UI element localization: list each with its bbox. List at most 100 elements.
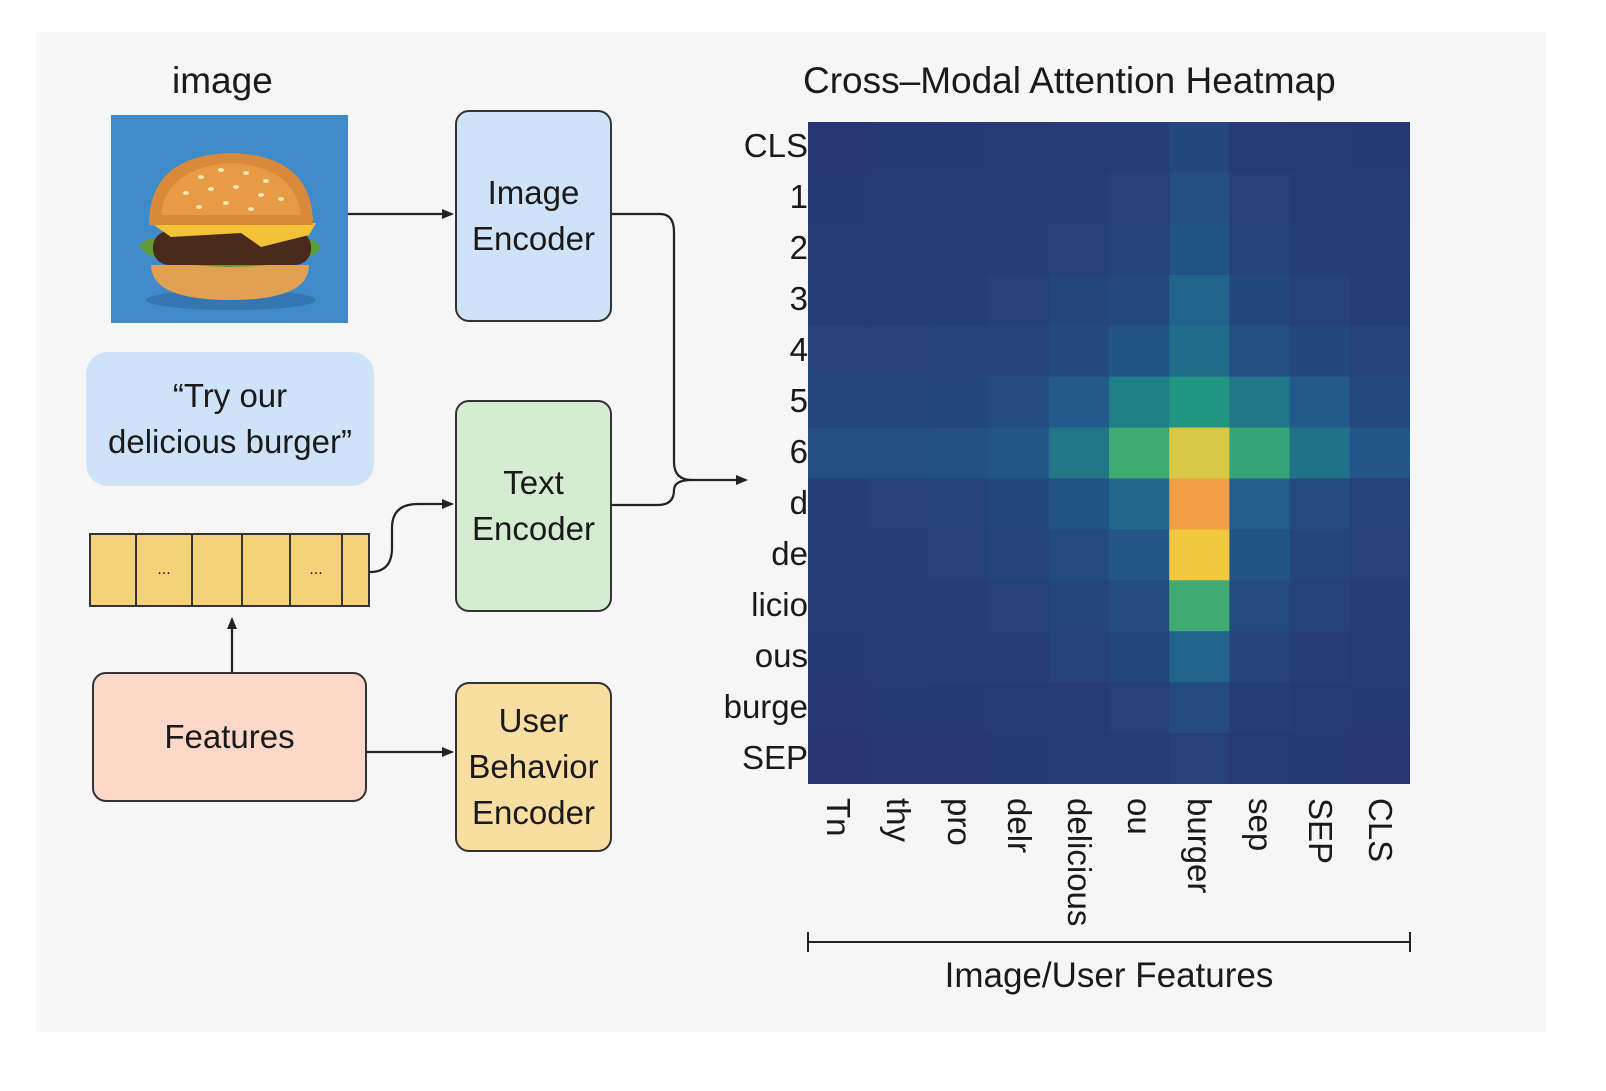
heatmap-cell [928, 580, 990, 632]
heatmap-cell [808, 122, 869, 174]
heatmap-cell [1349, 631, 1410, 683]
heatmap-cell [1048, 427, 1110, 479]
image-encoder-box: Image Encoder [455, 110, 612, 322]
heatmap-cell [1229, 376, 1291, 429]
heatmap-row-label: burge [723, 687, 808, 725]
heatmap-col-label: Tn [820, 798, 858, 837]
heatmap-cell [1229, 274, 1291, 327]
heatmap-cell [808, 478, 869, 530]
heatmap-cell [1289, 529, 1351, 581]
image-encoder-label: Image Encoder [472, 173, 595, 257]
xaxis-bracket [807, 932, 1411, 952]
heatmap-cell [1229, 172, 1291, 225]
heatmap-cell [868, 122, 929, 174]
heatmap-cell [868, 580, 929, 632]
features-label: Features [164, 717, 295, 755]
heatmap-cell [928, 325, 990, 378]
heatmap-cell [1048, 631, 1110, 683]
heatmap-row-label: SEP [741, 738, 808, 776]
burger-image [111, 115, 348, 323]
heatmap-cell [1229, 580, 1291, 632]
heatmap-cell [988, 172, 1050, 225]
heatmap-cell [1169, 682, 1230, 734]
heatmap-cell [868, 172, 929, 225]
heatmap-cell [988, 631, 1050, 683]
heatmap-cell [928, 427, 990, 479]
heatmap-row-label: 4 [789, 331, 808, 369]
heatmap-cell [1289, 478, 1351, 530]
heatmap-cell [808, 172, 869, 225]
heatmap-cell [1229, 325, 1291, 378]
heatmap-col-label: delicious [1060, 798, 1098, 927]
heatmap-cell [1229, 223, 1291, 276]
token-sequence: ... ... [89, 533, 370, 607]
heatmap-cell [1289, 223, 1351, 276]
heatmap-cell [1169, 631, 1230, 683]
heatmap-cell [1229, 427, 1291, 479]
heatmap-cell [928, 376, 990, 429]
heatmap-cell [808, 325, 869, 378]
heatmap-cell [1349, 580, 1410, 632]
user-behavior-encoder-box: User Behavior Encoder [455, 682, 612, 852]
heatmap-cell [868, 376, 929, 429]
heatmap-cell [1048, 274, 1110, 327]
heatmap-cell [1109, 478, 1170, 530]
heatmap-cell [1109, 325, 1170, 378]
heatmap-cell [1109, 376, 1170, 429]
heatmap-cell [1109, 172, 1170, 225]
text-encoder-label: Text Encoder [472, 463, 595, 547]
heatmap-col-label: ou [1121, 798, 1159, 835]
heatmap-col-label: delr [1000, 798, 1038, 854]
heatmap-cell [1169, 733, 1230, 784]
heatmap-cell [928, 274, 990, 327]
heatmap-cell [1169, 325, 1230, 378]
heatmap-cell [868, 274, 929, 327]
heatmap-cell [928, 172, 990, 225]
heatmap-row-label: 2 [789, 229, 808, 267]
heatmap-cell [1169, 274, 1230, 327]
heatmap-cell [928, 631, 990, 683]
heatmap-cell [988, 427, 1050, 479]
heatmap-cell [1048, 733, 1110, 784]
heatmap-cell [1048, 580, 1110, 632]
heatmap-cell [988, 682, 1050, 734]
heatmap-cell [1289, 122, 1351, 174]
heatmap-cell [1349, 478, 1410, 530]
heatmap-cell [868, 631, 929, 683]
heatmap-cell [808, 223, 869, 276]
token-cell [91, 535, 137, 605]
heatmap-title: Cross–Modal Attention Heatmap [803, 60, 1336, 101]
heatmap-cell [1289, 376, 1351, 429]
heatmap-cell [928, 529, 990, 581]
heatmap-cell [928, 733, 990, 784]
heatmap-cell [988, 478, 1050, 530]
heatmap-cell [1349, 172, 1410, 225]
heatmap-row-label: 3 [789, 280, 808, 318]
heatmap-cell [808, 733, 869, 784]
user-behavior-encoder-label: User Behavior Encoder [468, 701, 599, 832]
heatmap-col-label: burger [1181, 798, 1219, 894]
heatmap-cell [988, 122, 1050, 174]
heatmap-col-label: SEP [1301, 798, 1339, 865]
heatmap-cell [988, 733, 1050, 784]
heatmap-cell [1169, 223, 1230, 276]
heatmap-cell [1229, 682, 1291, 734]
heatmap-cell [868, 478, 929, 530]
arrow-text-encoder-to-heatmap [612, 475, 748, 507]
heatmap-xlabel: Image/User Features [944, 956, 1274, 995]
heatmap-cell [1109, 274, 1170, 327]
heatmap-cell [1048, 172, 1110, 225]
heatmap-cell [1048, 376, 1110, 429]
image-caption: image [172, 60, 273, 101]
heatmap-cell [1349, 122, 1410, 174]
heatmap-cell [1289, 631, 1351, 683]
text-encoder-box: Text Encoder [455, 400, 612, 612]
heatmap-cell [868, 427, 929, 479]
heatmap-row-label: 1 [789, 178, 808, 216]
heatmap-cell [988, 274, 1050, 327]
heatmap-cell [1289, 172, 1351, 225]
heatmap-cell [1169, 478, 1230, 530]
heatmap-cell [928, 682, 990, 734]
heatmap-cell [988, 223, 1050, 276]
